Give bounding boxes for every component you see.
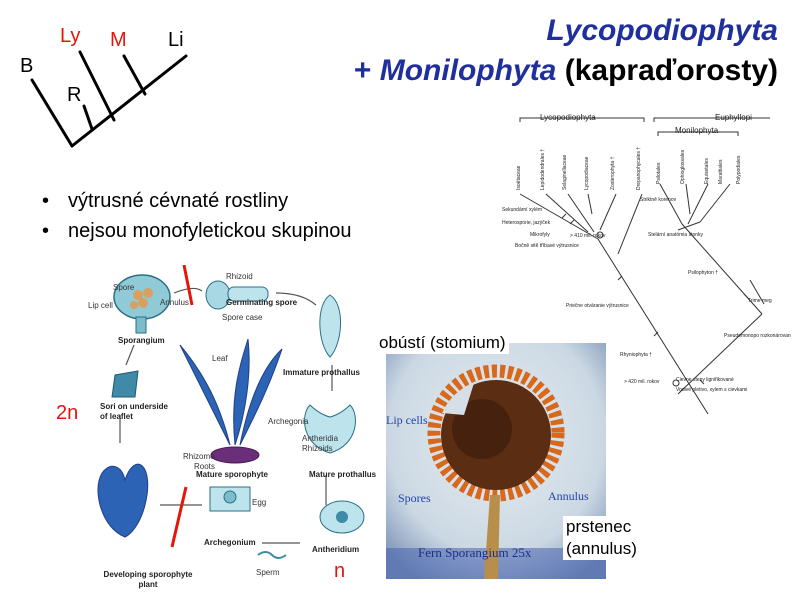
bullet-list: výtrusné cévnaté rostliny nejsou monofyl… bbox=[38, 186, 352, 246]
label-leaf: Leaf bbox=[212, 354, 228, 363]
sori-leaflet-drawing bbox=[111, 370, 139, 398]
bracket-monilophyta bbox=[657, 131, 739, 136]
label-mature-sporophyte: Mature sporophyte bbox=[196, 470, 269, 479]
label-spore-case: Spore case bbox=[222, 313, 263, 322]
title-monilophyta: Monilophyta bbox=[379, 54, 557, 87]
clade-label-b: B bbox=[20, 55, 34, 77]
note-pseudomonopodial: Pseudomonopo rozkonárovan bbox=[724, 333, 791, 339]
taxon-ophioglossales: Ophioglossales bbox=[680, 149, 686, 184]
label-sperm: Sperm bbox=[256, 568, 280, 577]
label-developing-sporophyte: Developing sporophyte plant bbox=[103, 570, 193, 589]
note-microphylls: Mikrofyly bbox=[530, 232, 550, 238]
clade-label-li: Li bbox=[168, 29, 184, 51]
label-egg: Egg bbox=[252, 498, 267, 507]
label-antheridium: Antheridium bbox=[312, 545, 360, 554]
note-lateral-sporangia: Bočně sitě tříbavé výtrusnice bbox=[515, 243, 579, 249]
note-stele: Stelární anatómia stonky bbox=[648, 232, 704, 238]
taxon-lepidodendrales: Lepidodendrales † bbox=[540, 148, 546, 190]
label-annulus-lc: Annulus bbox=[160, 298, 189, 307]
label-rhizome: Rhizome bbox=[183, 452, 215, 461]
label-spore: Spore bbox=[113, 283, 135, 292]
phylo-header-monilophyta: Monilophyta bbox=[675, 126, 719, 135]
label-antheridia: Antheridia bbox=[302, 434, 339, 443]
phylo-header-lycopodiophyta: Lycopodiophyta bbox=[540, 113, 596, 122]
phylogeny-tree bbox=[519, 117, 770, 414]
callout-annulus-cz-1: prstenec bbox=[563, 516, 635, 538]
title-czech-name: (kapraďorosty) bbox=[556, 54, 778, 87]
photo-label-annulus: Annulus bbox=[548, 489, 589, 503]
bullet-vascular-spore-plants: výtrusné cévnaté rostliny bbox=[38, 186, 352, 216]
title-plus: + bbox=[353, 54, 380, 87]
sporangium-drawing bbox=[113, 274, 171, 334]
label-mature-prothallus: Mature prothallus bbox=[309, 470, 377, 479]
taxon-polypodiales: Polypodiales bbox=[736, 155, 742, 184]
fern-life-cycle-diagram bbox=[97, 265, 365, 559]
photo-label-spores: Spores bbox=[398, 491, 431, 505]
note-meg: Trime meg bbox=[748, 298, 772, 304]
bracket-euphyllophyta bbox=[653, 117, 770, 122]
label-rhizoids: Rhizoids bbox=[302, 444, 333, 453]
developing-sporophyte-drawing bbox=[97, 463, 149, 538]
mature-prothallus-drawing bbox=[304, 404, 356, 454]
label-roots: Roots bbox=[194, 462, 215, 471]
meiosis-line bbox=[182, 265, 194, 306]
label-immature-prothallus: Immature prothallus bbox=[283, 368, 360, 377]
taxon-marattiales: Marattiales bbox=[718, 159, 724, 184]
clade-label-m: M bbox=[110, 29, 127, 51]
archegonium-drawing bbox=[209, 486, 251, 512]
note-vascular: Vodivé pletivo, xylem s cievkami bbox=[676, 387, 748, 393]
clade-spine bbox=[70, 54, 188, 148]
label-haploid-n: n bbox=[334, 560, 346, 582]
label-archegonia: Archegonia bbox=[268, 417, 309, 426]
clade-branch-r bbox=[82, 104, 94, 131]
label-rhizoid: Rhizoid bbox=[226, 272, 253, 281]
slide-title-line1: Lycopodiophyta bbox=[546, 14, 778, 47]
clade-label-ly: Ly bbox=[60, 25, 81, 47]
note-rhyniophyta: Rhyniophyta † bbox=[620, 352, 652, 358]
note-age-420: > 420 mil. rokov bbox=[624, 379, 660, 385]
taxon-psilotales: Psilotales bbox=[656, 162, 662, 184]
note-age-410: > 410 mil. rokov bbox=[570, 233, 606, 239]
clade-branch-ly bbox=[78, 50, 116, 122]
phylo-header-euphyllophyta: Euphyllopi bbox=[715, 113, 752, 122]
note-secondary-xylem: Sekundární xylém bbox=[502, 207, 543, 213]
photo-label-lip-cells: Lip cells bbox=[386, 413, 428, 427]
label-sporangium: Sporangium bbox=[118, 336, 165, 345]
mature-sporophyte-drawing bbox=[179, 338, 283, 464]
taxon-drepanophycales: Drepanophycales † bbox=[636, 146, 642, 190]
taxon-zosterophyta: Zosterophyta † bbox=[610, 156, 616, 190]
sperm-drawing bbox=[257, 551, 287, 559]
note-heterospory: Heterosporie, jazýček bbox=[502, 220, 551, 226]
label-sori: Sori on underside of leaflet bbox=[100, 402, 169, 421]
mini-cladogram bbox=[30, 50, 188, 148]
clade-label-r: R bbox=[67, 84, 82, 106]
taxon-selaginellaceae: Selaginellaceae bbox=[562, 154, 568, 190]
clade-branch-m bbox=[122, 54, 147, 96]
photo-caption: Fern Sporangium 25x bbox=[418, 545, 532, 560]
bracket-lycopodiophyta bbox=[519, 117, 645, 122]
taxon-lycopodiaceae: Lycopodiaceae bbox=[584, 156, 590, 190]
germinating-spore-drawing bbox=[205, 280, 269, 310]
label-archegonium: Archegonium bbox=[204, 538, 256, 547]
immature-prothallus-drawing bbox=[319, 294, 342, 358]
taxon-isoetaceae: Isoëtaceae bbox=[516, 165, 522, 190]
note-transverse: Priečne otváranie výtrusnice bbox=[566, 303, 629, 309]
note-cell-walls: Cievne steny lignifikované bbox=[676, 377, 734, 383]
callout-stomium: obústí (stomium) bbox=[376, 332, 509, 354]
bullet-not-monophyletic: nejsou monofyletickou skupinou bbox=[38, 216, 352, 246]
label-lip-cell: Lip cell bbox=[88, 301, 113, 310]
label-germinating-spore: Germinating spore bbox=[226, 298, 298, 307]
antheridium-drawing bbox=[319, 500, 365, 534]
note-strictly: Striktně korenov bbox=[640, 197, 677, 203]
taxon-equisetales: Equisetales bbox=[704, 158, 710, 184]
clade-branch-b bbox=[30, 78, 74, 148]
slide-title-line2: + Monilophyta (kapraďorosty) bbox=[354, 52, 778, 90]
fertilization-line bbox=[170, 486, 188, 548]
label-diploid-2n: 2n bbox=[56, 402, 79, 424]
callout-annulus-cz-2: (annulus) bbox=[563, 538, 640, 560]
note-psilophyton: Psilophyton † bbox=[688, 270, 719, 276]
